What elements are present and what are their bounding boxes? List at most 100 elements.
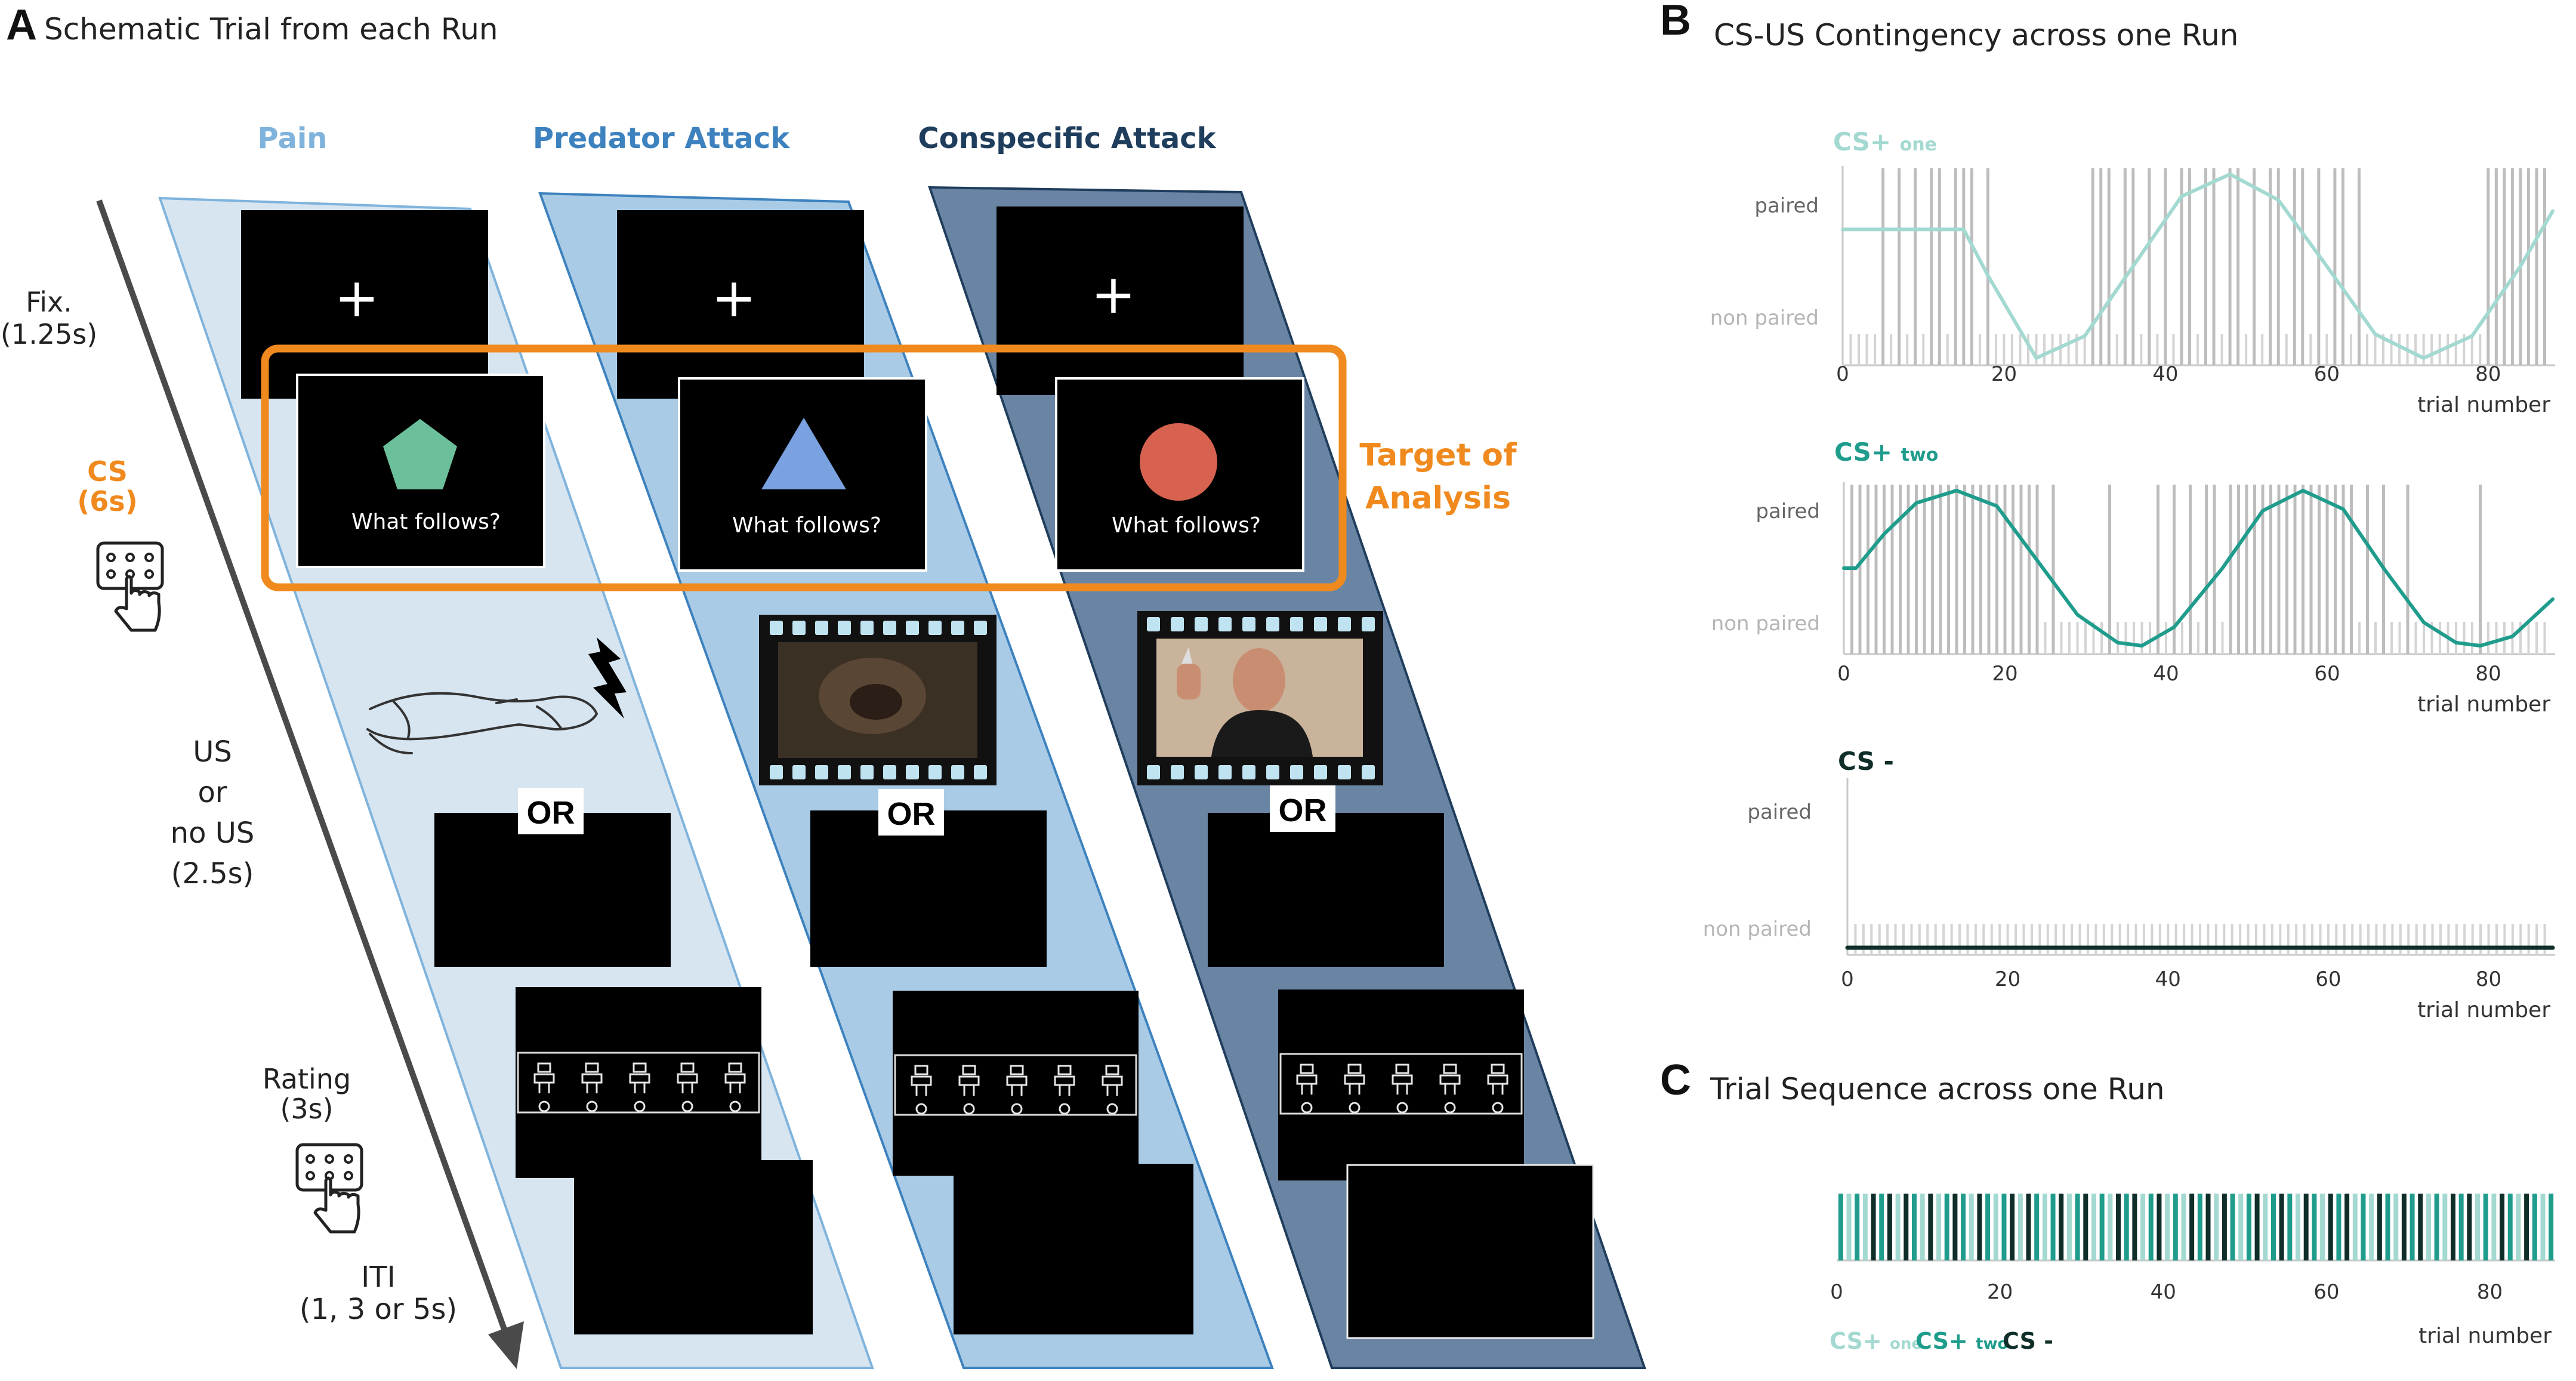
rating-label: Rating bbox=[263, 1063, 351, 1095]
rating-scale-box bbox=[517, 1052, 760, 1114]
panel-b: B CS-US Contingency across one Run bbox=[1660, 0, 2238, 53]
xtick-label: 60 bbox=[2313, 1280, 2339, 1304]
button-box-icon bbox=[96, 541, 164, 632]
ytick-non-paired: non paired bbox=[1703, 917, 1812, 941]
condition-conspecific-title: Conspecific Attack bbox=[918, 122, 1216, 155]
cs-label: CS bbox=[87, 455, 128, 488]
cs-screen-pain: What follows? bbox=[296, 374, 545, 568]
x-axis-label: trial number bbox=[2417, 998, 2550, 1022]
chart-title: CS+ one bbox=[1833, 127, 1937, 156]
x-axis-label: trial number bbox=[2417, 393, 2550, 417]
fix-label: Fix. bbox=[26, 286, 72, 318]
rating-screen-predator bbox=[893, 991, 1139, 1176]
xtick-label: 0 bbox=[1836, 362, 1849, 386]
us-duration: (2.5s) bbox=[171, 857, 254, 890]
panel-b-letter: B bbox=[1660, 0, 1691, 44]
legend-entry: CS+ one bbox=[1830, 1328, 1922, 1354]
or-label-pain: OR bbox=[518, 788, 584, 834]
xtick-label: 0 bbox=[1830, 1280, 1843, 1304]
film-perforations bbox=[770, 621, 987, 779]
svg-text:OR: OR bbox=[887, 796, 936, 832]
cs-prompt: What follows? bbox=[1112, 513, 1261, 538]
circle-cs-shape bbox=[1140, 423, 1217, 501]
lightning-icon bbox=[588, 637, 627, 719]
pentagon-cs-shape bbox=[383, 419, 457, 489]
us-or-label: or bbox=[198, 776, 227, 809]
cs-screen-predator: What follows? bbox=[678, 377, 927, 572]
us-label: US bbox=[193, 735, 232, 769]
panel-c-letter: C bbox=[1660, 1056, 1691, 1104]
rating-manikins bbox=[533, 1062, 1508, 1115]
xtick-label: 0 bbox=[1837, 662, 1850, 686]
contingency-curve bbox=[1842, 489, 2555, 648]
cs-duration: (6s) bbox=[77, 485, 137, 517]
condition-pain-title: Pain bbox=[258, 122, 328, 155]
iti-screen-pain bbox=[574, 1160, 813, 1334]
rating-screen-conspecific bbox=[1278, 989, 1524, 1180]
cs-prompt: What follows? bbox=[732, 513, 881, 538]
fixation-screen-predator: + bbox=[617, 210, 864, 399]
target-of-analysis-box bbox=[261, 344, 1347, 591]
xtick-label: 80 bbox=[2477, 1280, 2503, 1304]
panel-b-title: CS-US Contingency across one Run bbox=[1714, 18, 2238, 53]
time-arrow-head bbox=[488, 1321, 524, 1369]
ytick-paired: paired bbox=[1756, 500, 1820, 523]
svg-text:OR: OR bbox=[1279, 793, 1327, 828]
xtick-label: 40 bbox=[2151, 1280, 2176, 1304]
film-perforations bbox=[1147, 617, 1375, 779]
xtick-label: 80 bbox=[2475, 662, 2501, 686]
ytick-non-paired: non paired bbox=[1710, 306, 1819, 330]
iti-screen-predator bbox=[954, 1164, 1193, 1334]
target-label-line1: Target of bbox=[1359, 437, 1517, 473]
xtick-label: 20 bbox=[1987, 1280, 2013, 1304]
fixation-screen-conspecific: + bbox=[997, 206, 1244, 395]
contingency-curve bbox=[1841, 172, 2555, 360]
panel-c-title: Trial Sequence across one Run bbox=[1710, 1072, 2165, 1106]
xtick-label: 80 bbox=[2475, 362, 2501, 386]
triangle-cs-shape bbox=[761, 418, 846, 489]
predator-film-strip bbox=[759, 615, 997, 785]
legend-entry: CS+ two bbox=[1915, 1328, 2008, 1354]
rating-scale-box bbox=[1279, 1053, 1523, 1115]
legend-entry: CS - bbox=[2003, 1328, 2053, 1354]
xtick-label: 60 bbox=[2314, 362, 2340, 386]
no-us-screen-pain bbox=[434, 813, 671, 967]
fixation-cross: + bbox=[1091, 263, 1136, 326]
xtick-label: 40 bbox=[2155, 967, 2181, 991]
button-box-icon bbox=[295, 1143, 363, 1234]
xtick-label: 60 bbox=[2314, 662, 2340, 686]
ytick-non-paired: non paired bbox=[1711, 612, 1820, 636]
ytick-paired: paired bbox=[1747, 800, 1812, 824]
x-axis-label: trial number bbox=[2417, 692, 2550, 717]
conspecific-film-strip bbox=[1137, 611, 1383, 785]
xtick-label: 60 bbox=[2315, 967, 2341, 991]
fix-duration: (1.25s) bbox=[1, 318, 97, 350]
xtick-label: 20 bbox=[1995, 967, 2020, 991]
no-us-label: no US bbox=[171, 816, 255, 850]
pain-stimulus-arm-illustration bbox=[366, 692, 598, 754]
panel-c: C Trial Sequence across one Run bbox=[1660, 1056, 2165, 1106]
iti-screen-conspecific bbox=[1346, 1164, 1594, 1339]
rating-duration: (3s) bbox=[280, 1093, 333, 1125]
no-us-screen-predator bbox=[810, 810, 1047, 967]
condition-predator-title: Predator Attack bbox=[533, 122, 790, 155]
ytick-paired: paired bbox=[1754, 194, 1819, 218]
chart-title: CS+ two bbox=[1834, 437, 1938, 467]
legend-entry-sub: one bbox=[1890, 1335, 1922, 1353]
legend-entry-sub: two bbox=[1976, 1335, 2008, 1353]
no-us-screen-conspecific bbox=[1208, 813, 1444, 967]
fixation-screen-pain: + bbox=[241, 210, 488, 399]
fixation-cross: + bbox=[711, 267, 756, 329]
panel-a-letter: A bbox=[6, 1, 37, 49]
time-arrow-line bbox=[96, 199, 508, 1332]
chart-title-sub: one bbox=[1900, 134, 1937, 155]
cs-screen-conspecific: What follows? bbox=[1055, 377, 1304, 572]
or-label-predator: OR bbox=[878, 789, 944, 836]
chart-title: CS - bbox=[1838, 747, 1894, 776]
